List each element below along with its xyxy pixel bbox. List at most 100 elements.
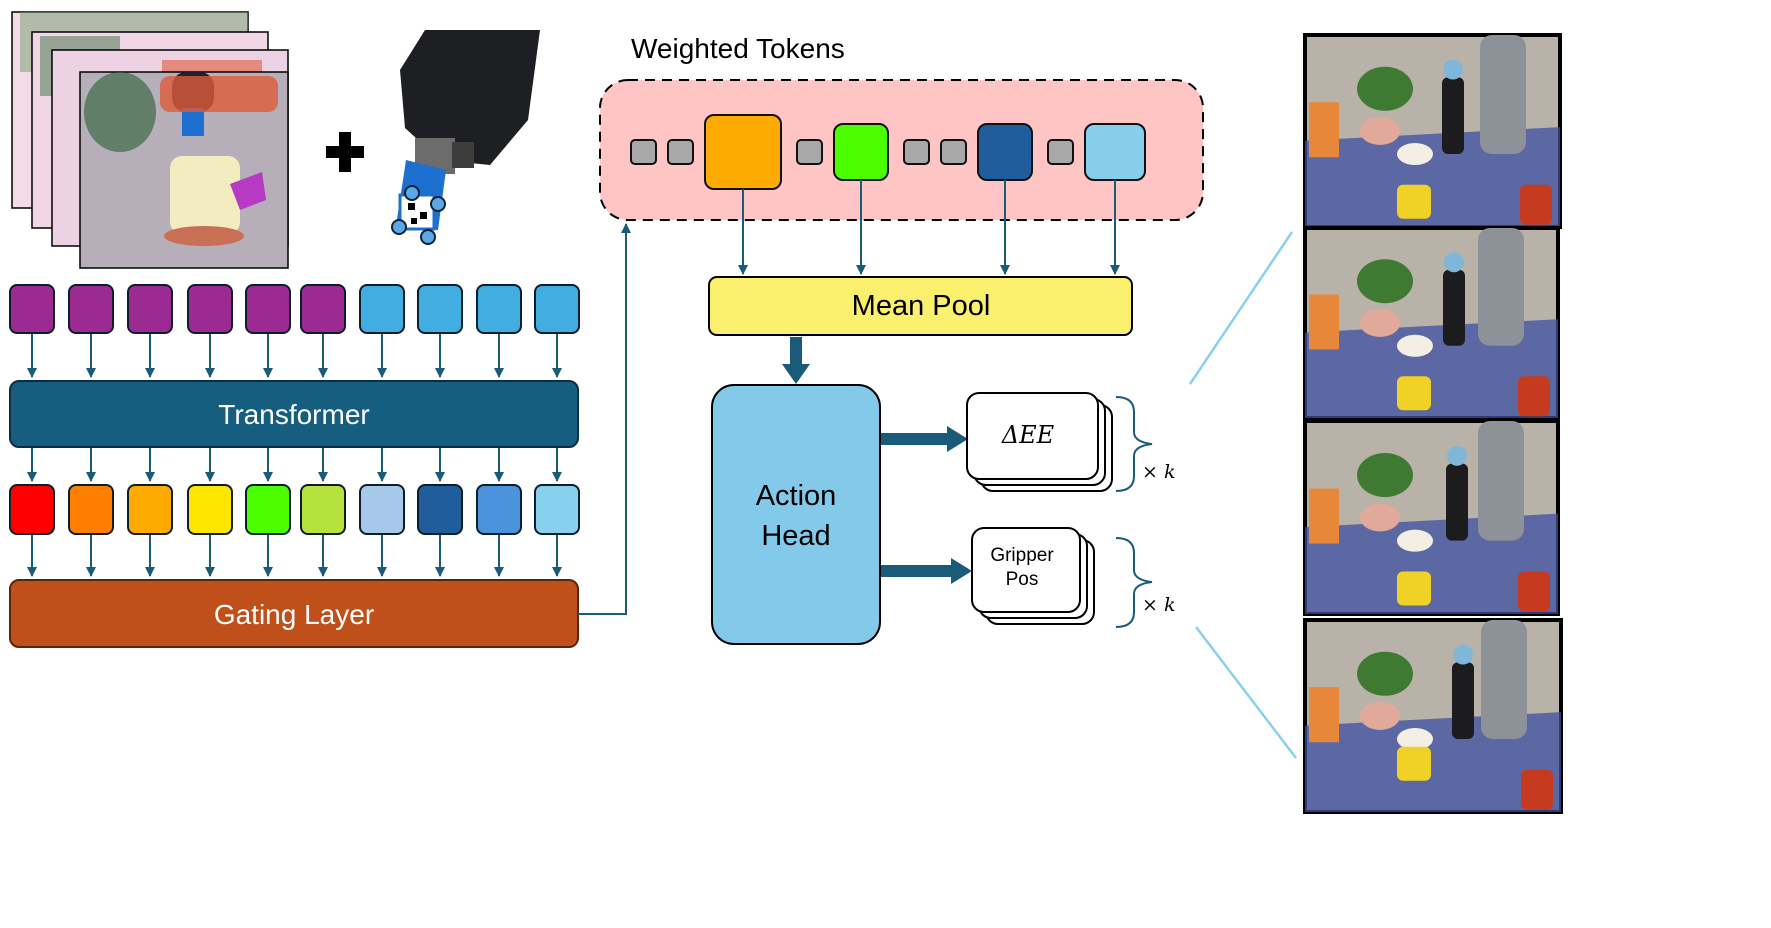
gating-layer-label: Gating Layer [214, 599, 374, 630]
mid-arrows [27, 448, 562, 482]
rollout-frame [1303, 33, 1562, 229]
plus-icon [326, 132, 364, 172]
weighted-token [833, 123, 889, 181]
weighted-token [704, 114, 782, 190]
cereal-box [1309, 488, 1339, 544]
transformer-label: Transformer [218, 399, 369, 430]
yellow-mug [1397, 746, 1431, 781]
jar [1520, 184, 1552, 225]
delta-ee-label: ΔEE [1001, 421, 1055, 449]
robot-gripper [1443, 269, 1465, 346]
robot-gripper [1442, 77, 1464, 155]
weighted-token [667, 139, 694, 165]
mean-pool-block: Mean Pool [708, 276, 1133, 336]
jar [1518, 571, 1550, 612]
weighted-token [630, 139, 657, 165]
robot-joint [1443, 59, 1463, 80]
pool-arrows [738, 180, 1120, 275]
output-token [68, 484, 114, 535]
output-token [359, 484, 405, 535]
action-head-label-line2: Head [761, 520, 830, 552]
weighted-token [940, 139, 967, 165]
output-token [245, 484, 291, 535]
input-arrows [27, 334, 562, 378]
rollout-frame [1303, 618, 1563, 814]
gating-layer-block: Gating Layer [9, 579, 579, 648]
plant [1357, 259, 1413, 304]
gripper-pos-label-line1: Gripper [990, 545, 1054, 566]
weighted-token [977, 123, 1033, 181]
pool-to-head-arrow [782, 337, 810, 384]
output-token [300, 484, 346, 535]
rollout-frame-strip [1303, 33, 1563, 814]
input-token [245, 284, 291, 334]
bowl [1360, 503, 1400, 532]
yellow-mug [1397, 376, 1431, 411]
robot-arm [1480, 35, 1526, 155]
robot-joint [1453, 644, 1473, 665]
action-head-label-line1: Action [756, 480, 837, 512]
zoom-line-lower [1195, 626, 1297, 759]
robot-arm [1481, 620, 1527, 740]
output-token-row [9, 484, 580, 535]
robot-gripper [1452, 662, 1474, 740]
plant [1357, 66, 1413, 111]
rollout-frame [1303, 226, 1560, 420]
gripper-pos-repeat-label: × k [1142, 594, 1175, 616]
zoom-line-upper [1188, 231, 1294, 385]
robot-gripper [1446, 463, 1468, 541]
mean-pool-label: Mean Pool [852, 290, 991, 322]
plate [1397, 334, 1433, 357]
low-arrows [27, 535, 562, 577]
bowl [1360, 117, 1400, 145]
bowl [1360, 702, 1400, 730]
input-token [127, 284, 173, 334]
head-to-delta-arrow [881, 426, 968, 452]
robot-arm [1478, 421, 1524, 541]
output-token [534, 484, 580, 535]
delta-ee-brace: × k [1115, 396, 1175, 492]
transformer-block: Transformer [9, 380, 579, 448]
robot-joint [1447, 445, 1467, 466]
yellow-mug [1397, 184, 1431, 219]
gating-to-weighted-arrow [578, 223, 631, 615]
yellow-mug [1397, 571, 1431, 606]
output-token [127, 484, 173, 535]
input-token [476, 284, 522, 334]
input-token [534, 284, 580, 334]
input-token [9, 284, 55, 334]
weighted-token [1047, 139, 1074, 165]
plant [1357, 651, 1413, 696]
cereal-box [1309, 294, 1339, 350]
gripper-pos-brace: × k [1115, 537, 1175, 628]
weighted-token [1084, 123, 1146, 181]
robot-gripper-image [391, 30, 540, 245]
input-token [359, 284, 405, 334]
weighted-tokens-title: Weighted Tokens [631, 33, 845, 64]
input-token-row [9, 284, 580, 334]
weighted-token [796, 139, 823, 165]
action-head-block: Action Head [711, 384, 881, 645]
gripper-pos-output-stack: Gripper Pos [971, 527, 1095, 625]
output-token [187, 484, 233, 535]
gripper-pos-label-line2: Pos [1006, 569, 1039, 590]
bowl [1360, 309, 1400, 337]
cereal-box [1309, 102, 1339, 158]
plant [1357, 453, 1413, 498]
plate [1397, 529, 1433, 552]
observation-image-stack [11, 11, 289, 269]
input-token [187, 284, 233, 334]
plate [1397, 143, 1433, 166]
input-token [417, 284, 463, 334]
delta-ee-repeat-label: × k [1142, 461, 1175, 483]
rollout-frame [1303, 419, 1560, 616]
output-token [417, 484, 463, 535]
cereal-box [1309, 687, 1339, 743]
plate [1397, 728, 1433, 751]
robot-joint [1444, 252, 1464, 273]
input-token [68, 284, 114, 334]
jar [1518, 376, 1550, 417]
output-token [476, 484, 522, 535]
jar [1521, 769, 1553, 810]
